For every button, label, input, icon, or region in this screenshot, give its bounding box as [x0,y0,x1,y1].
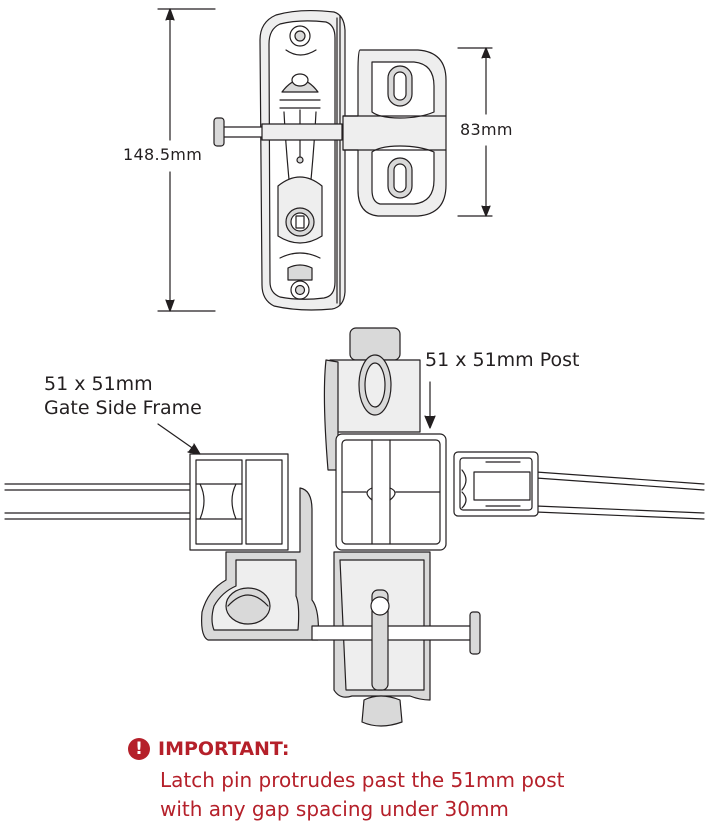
callout-leaders [157,381,436,455]
latch-lower-body [201,487,319,641]
important-line-2: with any gap spacing under 30mm [160,797,509,821]
width-dimension-line [457,47,493,217]
post-mount-bracket [453,451,539,517]
gate-frame-callout-line1: 51 x 51mm [44,373,153,395]
exclamation-circle-icon: ! [128,738,150,760]
gate-frame-callout-line2: Gate Side Frame [44,397,202,419]
important-notice: ! IMPORTANT: Latch pin protrudes past th… [128,736,703,824]
important-message: Latch pin protrudes past the 51mm post w… [160,766,703,824]
gate-rails [4,471,705,520]
important-line-1: Latch pin protrudes past the 51mm post [160,768,565,792]
latch-top-view [213,9,346,311]
gate-frame-callout: 51 x 51mm Gate Side Frame [44,372,202,420]
post-latch-assembly [311,327,481,727]
latch-bracket-top-view [342,49,447,217]
width-dimension-label: 83mm [460,120,513,139]
important-title: IMPORTANT: [158,738,290,760]
gate-side-frame [189,453,289,551]
post-callout-label: 51 x 51mm Post [425,349,580,371]
height-dimension-line [157,8,216,312]
height-dimension-label: 148.5mm [123,145,203,164]
